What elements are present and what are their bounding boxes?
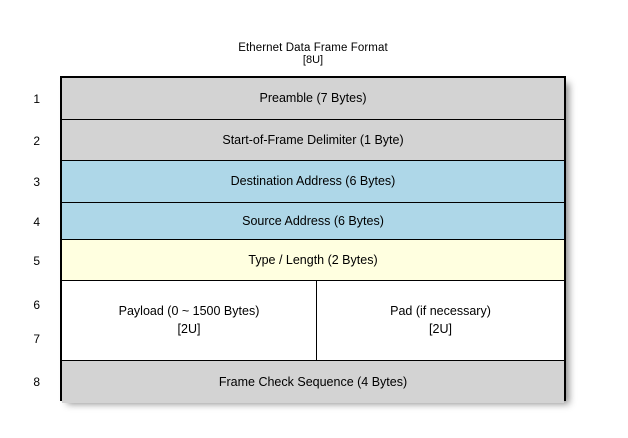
row-number-gutter: 1 2 3 4 5 6 7 8: [0, 76, 52, 400]
frame-field-label: Type / Length (2 Bytes): [248, 252, 378, 267]
diagram-title-main: Ethernet Data Frame Format: [238, 42, 388, 54]
frame-field-label: Frame Check Sequence (4 Bytes): [218, 374, 408, 389]
frame-field-label: Pad (if necessary): [390, 303, 491, 318]
row-number: 1: [33, 92, 40, 106]
frame-field-row: Preamble (7 Bytes): [62, 78, 564, 120]
frame-field-sublabel: [2U]: [177, 321, 201, 336]
frame-field-sublabel: [2U]: [429, 321, 452, 336]
row-number: 5: [33, 253, 40, 268]
row-number: 7: [33, 331, 40, 346]
frame-structure-table: Preamble (7 Bytes) Start-of-Frame Delimit…: [60, 76, 566, 403]
diagram-title: Ethernet Data Frame Format [8U]: [60, 42, 566, 67]
frame-field-label: Payload (0 ~ 1500 Bytes): [118, 303, 260, 318]
frame-field-label: Start-of-Frame Delimiter (1 Byte): [222, 132, 404, 147]
frame-field-row: Destination Address (6 Bytes): [62, 161, 564, 203]
row-number: 2: [33, 133, 40, 148]
frame-field-pad: Pad (if necessary) [2U]: [317, 281, 564, 360]
frame-field-payload: Payload (0 ~ 1500 Bytes) [2U]: [62, 281, 317, 360]
frame-field-row: Payload (0 ~ 1500 Bytes)[2U]Pad (if nece…: [62, 281, 564, 361]
frame-field-label: Preamble (7 Bytes): [259, 91, 367, 106]
frame-field-label: Source Address (6 Bytes): [242, 213, 384, 228]
diagram-title-subtitle: [8U]: [302, 54, 324, 67]
frame-field-row: Source Address (6 Bytes): [62, 203, 564, 240]
row-number: 6: [33, 298, 40, 312]
row-number: 4: [33, 214, 40, 229]
row-number: 8: [33, 375, 40, 389]
frame-field-label: Destination Address (6 Bytes): [230, 174, 396, 189]
frame-field-row: Type / Length (2 Bytes): [62, 240, 564, 281]
row-number: 3: [33, 175, 40, 189]
frame-field-row: Frame Check Sequence (4 Bytes): [62, 361, 564, 403]
frame-field-row: Start-of-Frame Delimiter (1 Byte): [62, 120, 564, 161]
